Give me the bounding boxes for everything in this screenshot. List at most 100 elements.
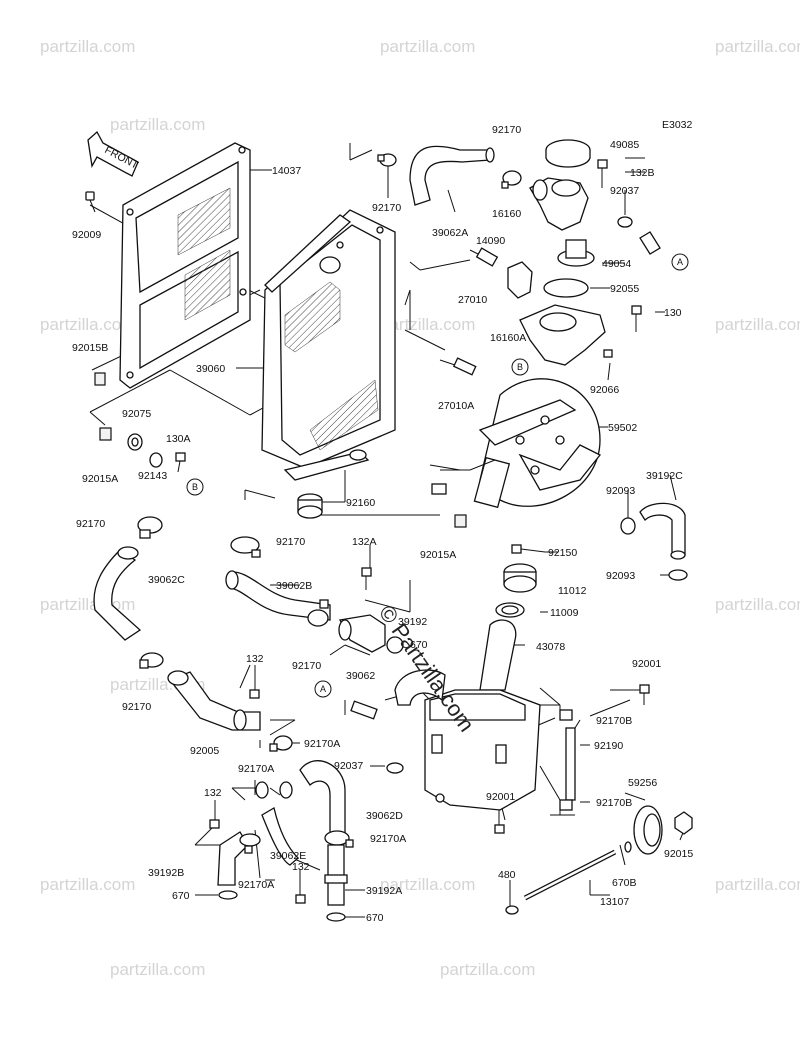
shaft-13107[interactable] xyxy=(523,849,617,901)
part-label: 49085 xyxy=(610,139,639,151)
fan-shroud-59502[interactable] xyxy=(431,378,602,509)
hose-39062A[interactable] xyxy=(409,145,495,206)
bolt-132A[interactable] xyxy=(361,567,372,590)
clamp-92170A[interactable] xyxy=(255,781,293,799)
radiator-39060[interactable] xyxy=(261,209,396,481)
clamp-92170A[interactable] xyxy=(239,833,261,854)
part-label: 92001 xyxy=(486,791,515,803)
watermark: partzilla.com xyxy=(380,37,475,56)
pipe-39192B[interactable] xyxy=(217,831,249,886)
fitting-39192[interactable] xyxy=(338,614,386,653)
part-label: 27010A xyxy=(438,400,474,412)
part-label: 480 xyxy=(498,869,516,881)
part-label: 92015A xyxy=(82,473,118,485)
hose-clamp-92170[interactable] xyxy=(137,516,163,539)
clamp-92170B[interactable] xyxy=(559,709,573,721)
hose-39062C[interactable] xyxy=(93,546,142,641)
collar-92143[interactable] xyxy=(149,452,163,468)
hose-clamp-92170[interactable] xyxy=(377,153,397,167)
part-label: 92170 xyxy=(122,701,151,713)
bolt-92150[interactable] xyxy=(511,544,546,554)
svg-text:B: B xyxy=(192,482,198,492)
clamp-92170A[interactable] xyxy=(269,735,293,752)
hose-39062[interactable] xyxy=(350,669,446,720)
watermark: partzilla.com xyxy=(715,37,800,56)
o-ring-670[interactable] xyxy=(386,636,404,654)
nut-92066[interactable] xyxy=(603,349,613,358)
thermostat-49054[interactable] xyxy=(557,239,595,267)
part-label: 92150 xyxy=(548,547,577,559)
part-label: 92170A xyxy=(370,833,406,845)
part-label: 92170A xyxy=(304,738,340,750)
short-hose[interactable] xyxy=(639,231,661,255)
o-ring-92037[interactable] xyxy=(386,762,404,774)
o-ring-92037[interactable] xyxy=(617,216,633,228)
clamp-92170A[interactable] xyxy=(324,830,354,848)
part-label: 92015 xyxy=(664,848,693,860)
grommet-92093[interactable] xyxy=(668,569,688,581)
part-label: 92009 xyxy=(72,229,101,241)
clip-92015B[interactable] xyxy=(94,372,106,386)
o-ring-670[interactable] xyxy=(326,912,346,922)
grommet-92093[interactable] xyxy=(620,517,636,535)
hose-clamp-92170[interactable] xyxy=(230,536,261,558)
thermostat-housing-16160A[interactable] xyxy=(519,304,606,366)
part-label: 92170 xyxy=(276,536,305,548)
part-label: 92170A xyxy=(238,763,274,775)
hose-39192C[interactable] xyxy=(639,502,686,560)
bolt-92001[interactable] xyxy=(639,684,650,705)
watermark: partzilla.com xyxy=(40,315,135,334)
clip-92015A[interactable] xyxy=(454,514,467,528)
part-label: 11009 xyxy=(550,607,579,619)
bolt-132B[interactable] xyxy=(597,159,608,188)
grommet-92160[interactable] xyxy=(297,493,323,519)
fan-switch-27010[interactable] xyxy=(469,247,499,267)
clip-92015A[interactable] xyxy=(99,427,112,441)
impeller-59256[interactable] xyxy=(633,805,663,855)
o-ring-670[interactable] xyxy=(218,890,238,900)
grommet-92075[interactable] xyxy=(127,433,143,451)
radiator-cap-49085[interactable] xyxy=(545,139,591,168)
clamp-92170B[interactable] xyxy=(559,799,573,811)
pipe-92005[interactable] xyxy=(167,670,261,731)
part-label: 39192B xyxy=(148,867,184,879)
hose-clamp-92170[interactable] xyxy=(501,170,522,189)
water-pipe-16160[interactable] xyxy=(529,177,589,231)
seal-11009[interactable] xyxy=(495,602,525,618)
pipe-39192A[interactable] xyxy=(324,844,348,906)
watermark: partzilla.com xyxy=(380,315,475,334)
part-label: 92055 xyxy=(610,283,639,295)
hose-clamp-92170[interactable] xyxy=(307,599,329,627)
circlip-480[interactable] xyxy=(505,905,519,915)
radiator-side-cover-14037[interactable] xyxy=(119,142,251,389)
bolt-130[interactable] xyxy=(631,305,642,332)
bolt-130A[interactable] xyxy=(175,452,186,473)
hose-39062E[interactable] xyxy=(261,806,299,866)
bolt-92001[interactable] xyxy=(494,810,505,834)
part-label: 43078 xyxy=(536,641,565,653)
bolt-132[interactable] xyxy=(295,894,306,904)
sensor-27010A[interactable] xyxy=(452,357,477,376)
o-ring-670B[interactable] xyxy=(624,841,632,853)
bolt-132[interactable] xyxy=(249,689,260,699)
part-label: 39062A xyxy=(432,227,468,239)
part-label: 14090 xyxy=(476,235,505,247)
cap-11012[interactable] xyxy=(503,563,537,593)
hose-clamp-92170[interactable] xyxy=(139,652,164,669)
svg-text:A: A xyxy=(677,257,683,267)
bolt-132[interactable] xyxy=(209,819,220,829)
part-label: 92170 xyxy=(372,202,401,214)
part-label: 132 xyxy=(246,653,264,665)
nut-92015[interactable] xyxy=(674,811,693,835)
reserve-tank-43078[interactable] xyxy=(424,619,541,811)
cap-14090[interactable] xyxy=(507,261,533,299)
o-ring-92055[interactable] xyxy=(543,278,589,298)
part-label: 92190 xyxy=(594,740,623,752)
hose-92190[interactable] xyxy=(565,727,576,801)
bolt-92009[interactable] xyxy=(85,191,96,213)
part-label: 39062E xyxy=(270,850,306,862)
hose-39062B[interactable] xyxy=(225,570,331,621)
part-label: 670 xyxy=(366,912,384,924)
watermark: partzilla.com xyxy=(40,37,135,56)
